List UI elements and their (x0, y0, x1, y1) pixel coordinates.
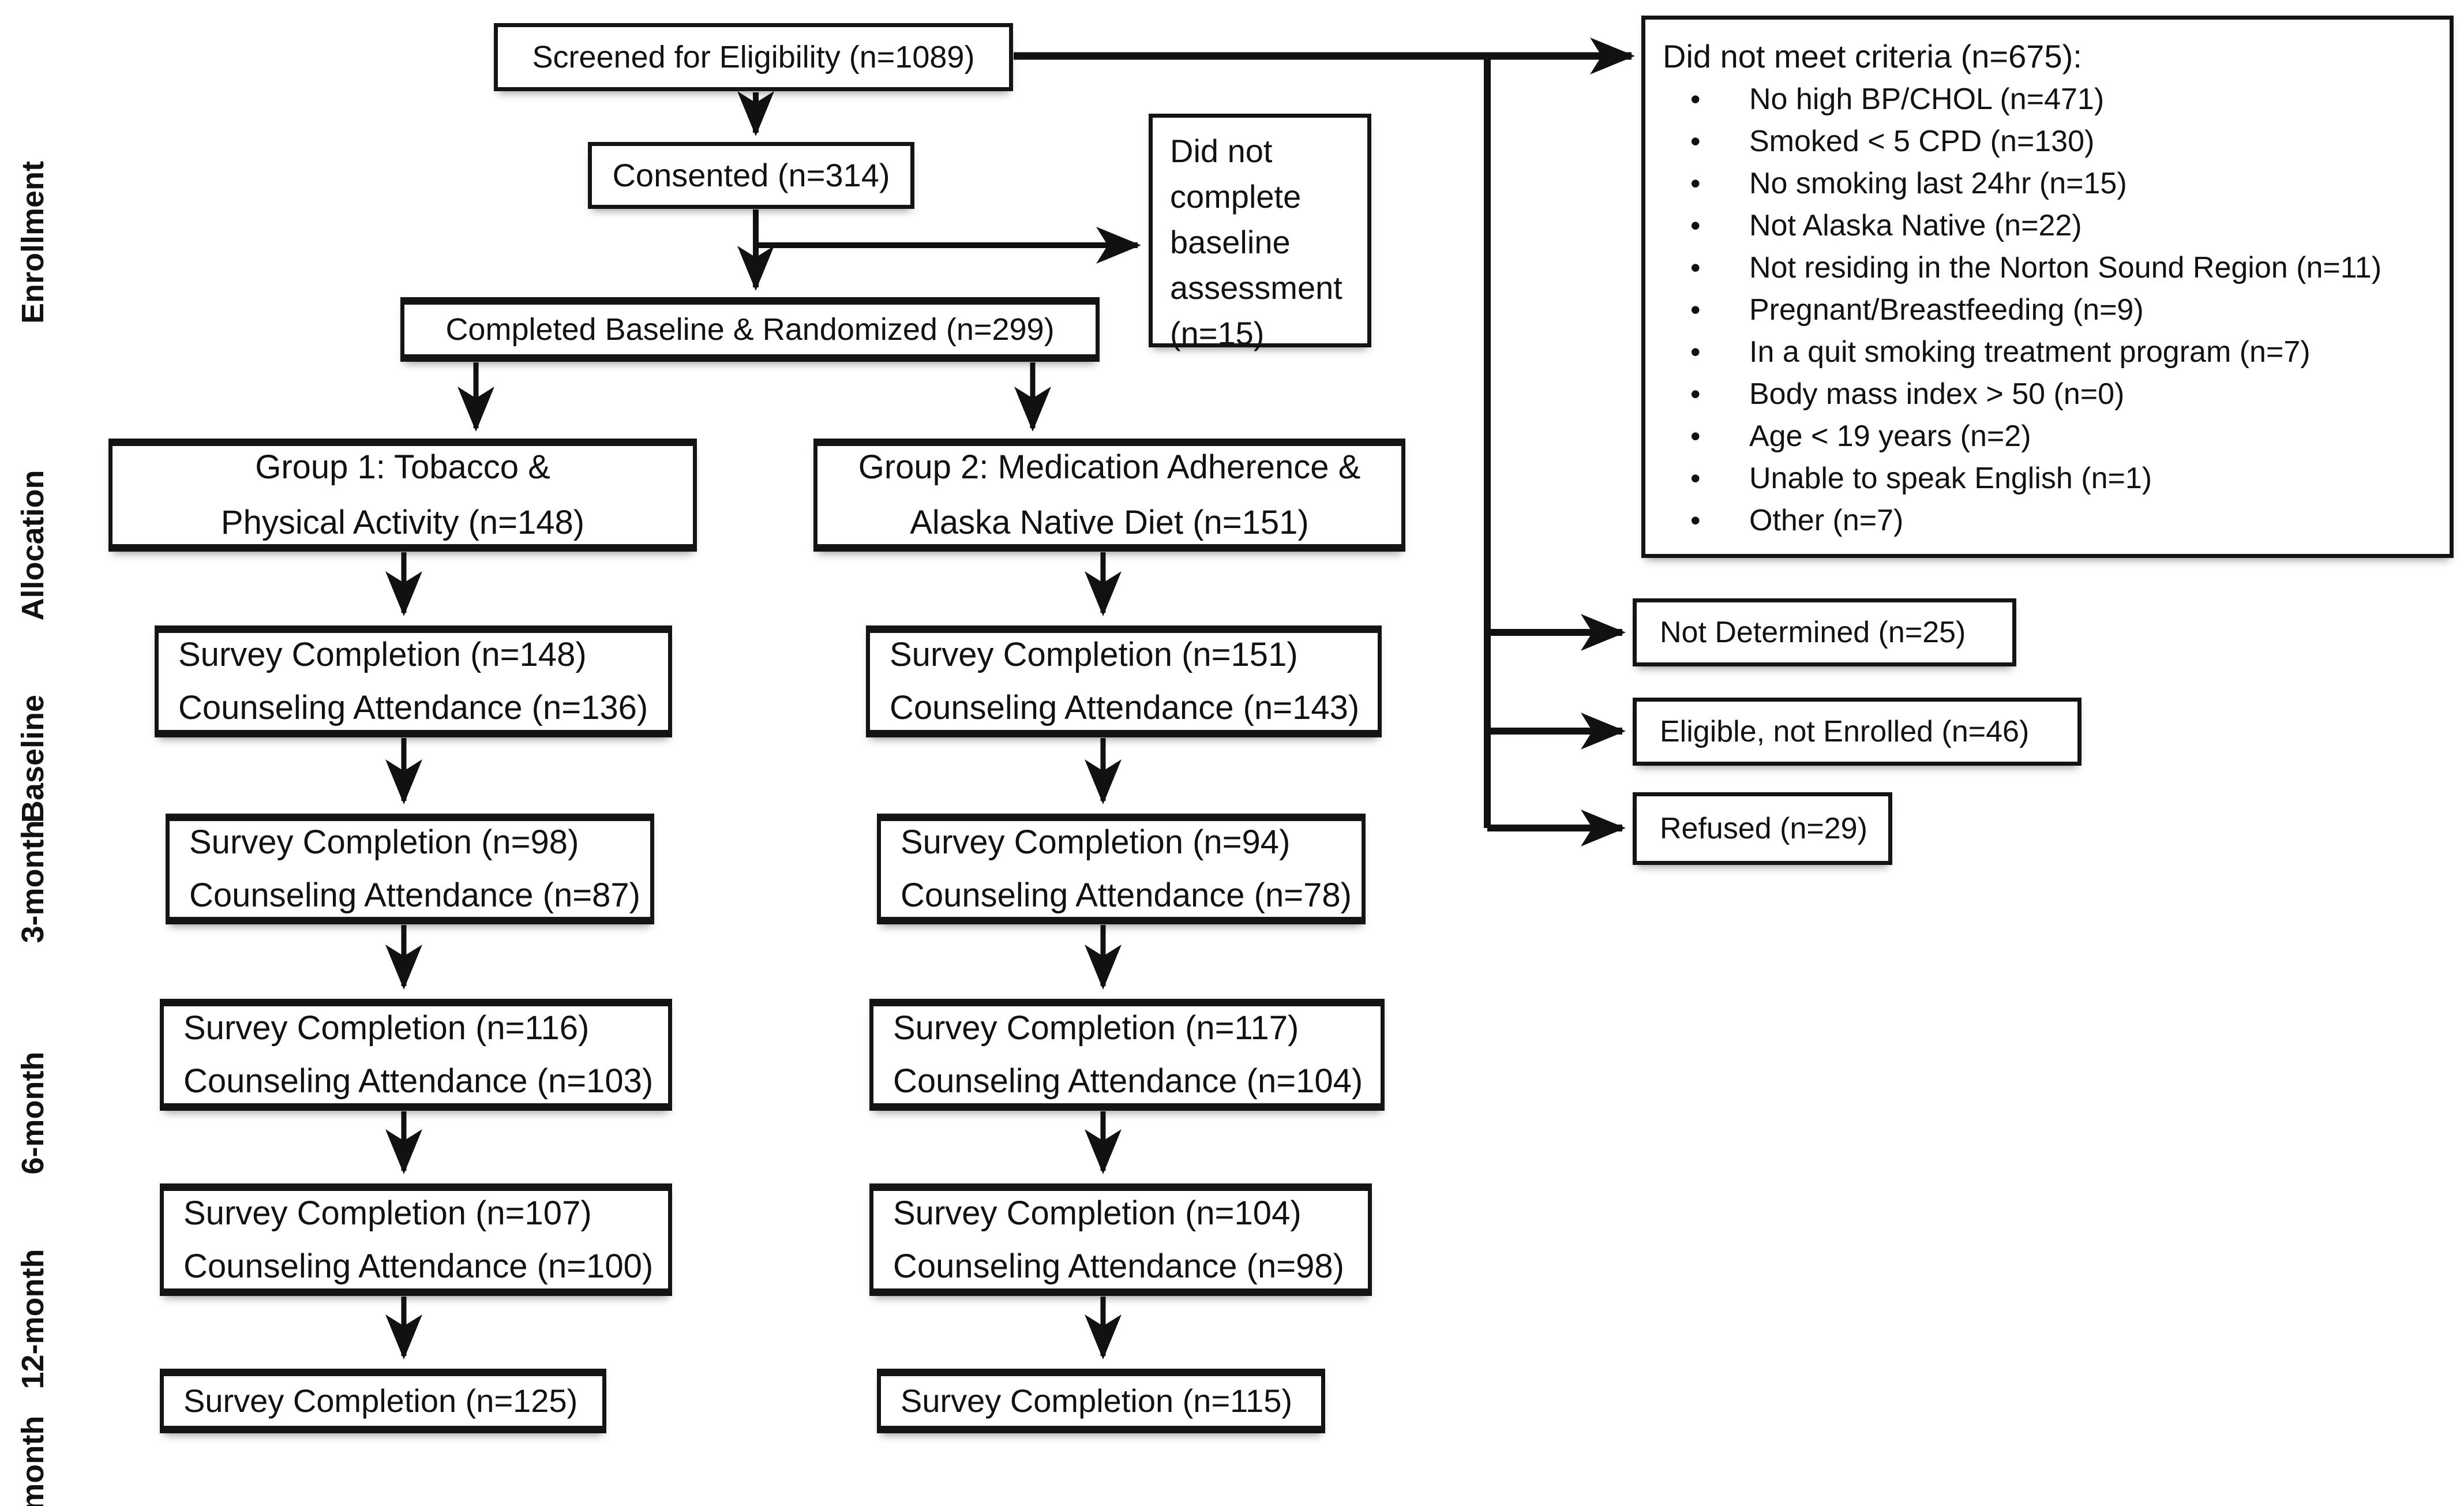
m6-right-line1: Survey Completion (n=117) (893, 1009, 1299, 1047)
group2-line2: Alaska Native Diet (n=151) (910, 504, 1309, 541)
m18-right-label: Survey Completion (n=115) (901, 1382, 1293, 1419)
bullet-icon: • (1690, 167, 1701, 200)
criteria-item: • Not Alaska Native (n=22) (1690, 205, 2082, 247)
m3-right-line2: Counseling Attendance (n=78) (901, 876, 1352, 914)
stage-label-18-month: 18-month (16, 1415, 50, 1506)
baseline-right-line2: Counseling Attendance (n=143) (890, 689, 1360, 726)
baseline-right-line1: Survey Completion (n=151) (890, 636, 1298, 673)
m3-right-box: Survey Completion (n=94) Counseling Atte… (877, 814, 1366, 924)
m12-right-line1: Survey Completion (n=104) (893, 1194, 1302, 1232)
stage-label-enrollment: Enrollment (16, 160, 50, 324)
bullet-icon: • (1690, 462, 1701, 494)
criteria-item: • Other (n=7) (1690, 500, 1903, 542)
did-not-complete-line: Did not (1170, 133, 1273, 169)
did-not-complete-line: assessment (1170, 269, 1342, 306)
bullet-icon: • (1690, 209, 1701, 242)
m6-left-line1: Survey Completion (n=116) (183, 1009, 590, 1047)
baseline-right-box: Survey Completion (n=151) Counseling Att… (866, 625, 1382, 737)
group2-line1: Group 2: Medication Adherence & (858, 448, 1361, 486)
m18-right-box: Survey Completion (n=115) (877, 1369, 1325, 1433)
criteria-title: Did not meet criteria (n=675): (1663, 38, 2082, 74)
consented-box: Consented (n=314) (588, 142, 914, 209)
baseline-left-line2: Counseling Attendance (n=136) (178, 689, 648, 726)
criteria-item: • Pregnant/Breastfeeding (n=9) (1690, 289, 2144, 331)
refused-box: Refused (n=29) (1633, 792, 1892, 865)
eligible-not-enrolled-label: Eligible, not Enrolled (n=46) (1660, 715, 2030, 748)
m3-right-line1: Survey Completion (n=94) (901, 823, 1291, 861)
bullet-icon: • (1690, 378, 1701, 410)
m12-left-line2: Counseling Attendance (n=100) (183, 1247, 654, 1285)
refused-label: Refused (n=29) (1660, 812, 1867, 845)
group1-box: Group 1: Tobacco & Physical Activity (n=… (108, 439, 697, 552)
not-determined-box: Not Determined (n=25) (1633, 598, 2016, 666)
did-not-complete-line: complete (1170, 178, 1302, 215)
did-not-meet-criteria-box: Did not meet criteria (n=675): • No high… (1641, 16, 2454, 558)
did-not-complete-line: baseline (1170, 224, 1291, 260)
m12-right-line2: Counseling Attendance (n=98) (893, 1247, 1344, 1285)
criteria-item: • Body mass index > 50 (n=0) (1690, 373, 2124, 415)
not-determined-label: Not Determined (n=25) (1660, 616, 1966, 649)
screened-label: Screened for Eligibility (n=1089) (532, 39, 975, 74)
m18-left-label: Survey Completion (n=125) (183, 1382, 578, 1419)
m3-left-line1: Survey Completion (n=98) (189, 823, 579, 861)
screened-box: Screened for Eligibility (n=1089) (494, 23, 1013, 91)
m12-right-box: Survey Completion (n=104) Counseling Att… (869, 1183, 1372, 1296)
m18-left-box: Survey Completion (n=125) (160, 1369, 606, 1433)
m6-right-line2: Counseling Attendance (n=104) (893, 1062, 1363, 1100)
randomized-box: Completed Baseline & Randomized (n=299) (400, 297, 1100, 362)
bullet-icon: • (1690, 125, 1701, 158)
bullet-icon: • (1690, 504, 1701, 537)
group1-line2: Physical Activity (n=148) (220, 504, 585, 541)
bullet-icon: • (1690, 83, 1701, 115)
m12-left-box: Survey Completion (n=107) Counseling Att… (160, 1183, 672, 1296)
bullet-icon: • (1690, 294, 1701, 326)
m6-left-box: Survey Completion (n=116) Counseling Att… (160, 999, 672, 1111)
m3-left-box: Survey Completion (n=98) Counseling Atte… (166, 814, 654, 924)
did-not-complete-baseline-box: Did not complete baseline assessment (n=… (1149, 114, 1371, 351)
did-not-complete-line: (n=15) (1170, 315, 1265, 351)
m6-right-box: Survey Completion (n=117) Counseling Att… (869, 999, 1385, 1111)
criteria-item: • Age < 19 years (n=2) (1690, 415, 2031, 458)
criteria-item: • Unable to speak English (n=1) (1690, 458, 2152, 500)
baseline-left-line1: Survey Completion (n=148) (178, 636, 587, 673)
criteria-item: • In a quit smoking treatment program (n… (1690, 331, 2311, 373)
m6-left-line2: Counseling Attendance (n=103) (183, 1062, 654, 1100)
group2-box: Group 2: Medication Adherence & Alaska N… (813, 439, 1405, 552)
criteria-item: • No smoking last 24hr (n=15) (1690, 163, 2127, 205)
bullet-icon: • (1690, 336, 1701, 368)
baseline-left-box: Survey Completion (n=148) Counseling Att… (155, 625, 672, 737)
criteria-item: • Smoked < 5 CPD (n=130) (1690, 121, 2094, 163)
criteria-item: • Not residing in the Norton Sound Regio… (1690, 247, 2382, 289)
group1-line1: Group 1: Tobacco & (255, 448, 550, 486)
randomized-label: Completed Baseline & Randomized (n=299) (445, 312, 1055, 347)
bullet-icon: • (1690, 252, 1701, 284)
criteria-item: • No high BP/CHOL (n=471) (1690, 78, 2104, 121)
m12-left-line1: Survey Completion (n=107) (183, 1194, 592, 1232)
eligible-not-enrolled-box: Eligible, not Enrolled (n=46) (1633, 698, 2082, 766)
m3-left-line2: Counseling Attendance (n=87) (189, 876, 640, 914)
bullet-icon: • (1690, 420, 1701, 452)
consented-label: Consented (n=314) (612, 156, 890, 193)
